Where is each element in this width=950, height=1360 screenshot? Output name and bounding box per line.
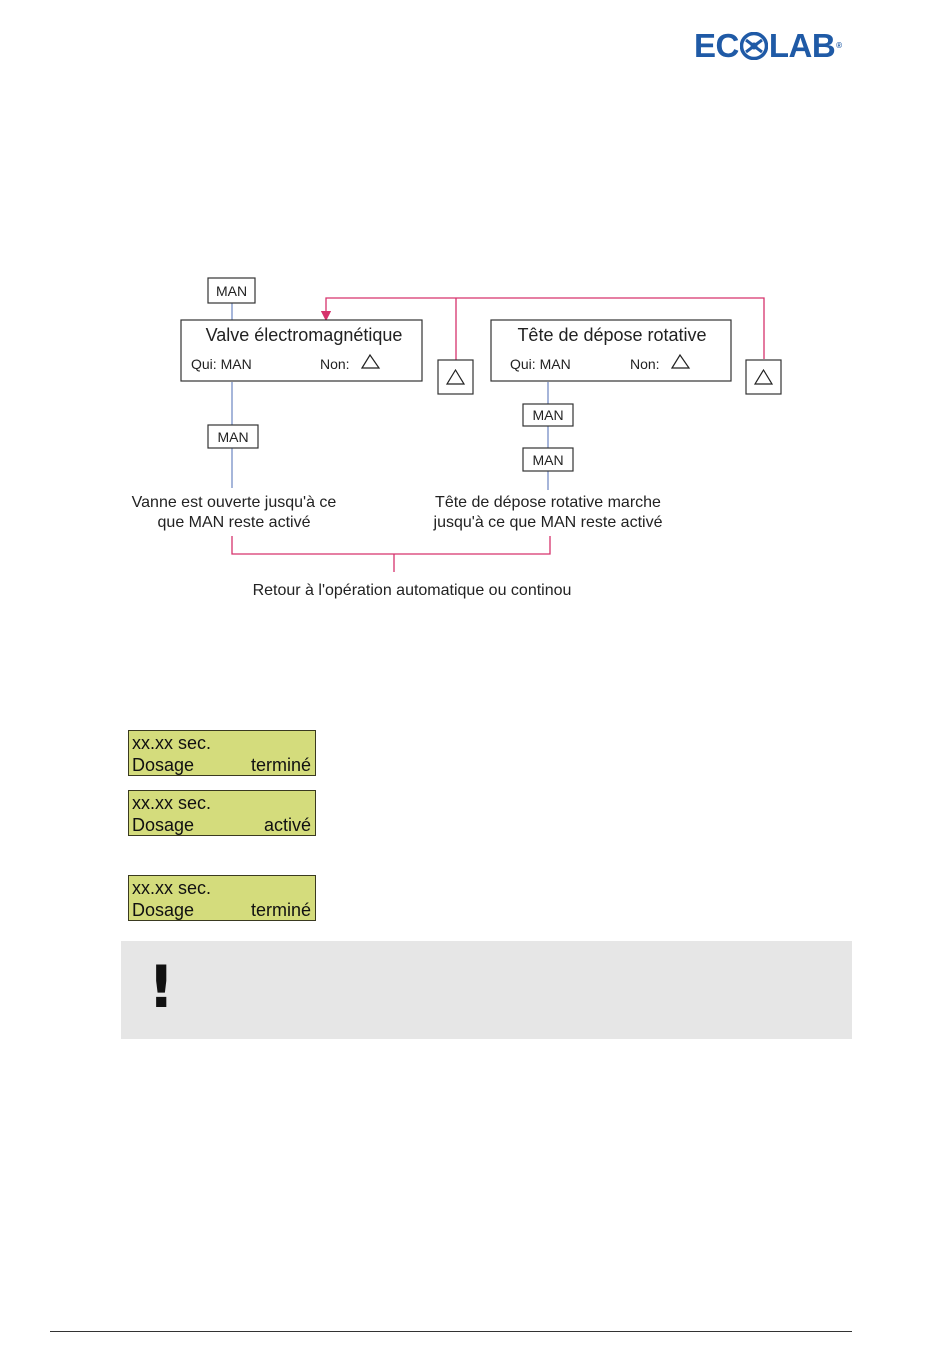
lcd-line1: xx.xx sec. (132, 878, 212, 898)
lcd-line1: xx.xx sec. (132, 793, 212, 813)
footer-rule (50, 1331, 852, 1332)
manual-mode-flow-diagram: MAN Valve électromagnétique Qui: MAN Non… (132, 277, 782, 599)
lcd-line2-right: terminé (250, 900, 311, 920)
valve-qui: Qui: MAN (191, 356, 252, 372)
rotary-qui: Qui: MAN (510, 356, 571, 372)
globe-icon (739, 32, 768, 60)
return-text: Retour à l'opération automatique ou cont… (253, 582, 572, 599)
rotary-note-line1: Tête de dépose rotative marche (435, 494, 661, 511)
lcd-line2-right: terminé (250, 755, 311, 775)
rotary-box (490, 319, 732, 382)
lcd-screen-1: xx.xx sec. Dosage terminé (128, 730, 316, 776)
up-triangle-icon (753, 368, 774, 385)
logo-text-right: LAB (768, 27, 836, 64)
rotary-note-line2: jusqu'à ce que MAN reste activé (433, 514, 663, 531)
lcd-line1: xx.xx sec. (132, 733, 212, 753)
up-key-rotary (745, 359, 782, 395)
lcd-line2-right: activé (263, 815, 311, 835)
up-key-valve (437, 359, 474, 395)
man-key-rotary-1 (522, 403, 574, 427)
valve-box (180, 319, 423, 382)
valve-note-line2: que MAN reste activé (158, 514, 311, 531)
notice-box: ! (121, 941, 852, 1039)
man-key-top-label: MAN (216, 283, 247, 299)
exclamation-icon: ! (148, 953, 175, 1021)
registered-mark: ® (836, 41, 842, 50)
man-key-top (207, 277, 256, 304)
logo-text-left: EC (694, 27, 739, 64)
man-key-rotary-2 (522, 447, 574, 472)
ecolab-logo: EC LAB ® (694, 28, 842, 64)
up-triangle-icon (445, 368, 466, 385)
lcd-line2-left: Dosage (132, 900, 195, 920)
lcd-line2-left: Dosage (132, 755, 195, 775)
man-key-rotary-2-label: MAN (532, 452, 563, 468)
rotary-title: Tête de dépose rotative (517, 325, 706, 345)
up-triangle-icon (360, 353, 381, 369)
valve-note-line1: Vanne est ouverte jusqu'à ce (132, 494, 337, 511)
lcd-screen-2: xx.xx sec. Dosage activé (128, 790, 316, 836)
rotary-non: Non: (630, 356, 660, 372)
man-key-rotary-1-label: MAN (532, 407, 563, 423)
up-triangle-icon (670, 353, 691, 369)
lcd-line2-left: Dosage (132, 815, 195, 835)
man-key-valve (207, 424, 259, 449)
valve-title: Valve électromagnétique (206, 325, 403, 345)
valve-non: Non: (320, 356, 350, 372)
lcd-screen-3: xx.xx sec. Dosage terminé (128, 875, 316, 921)
man-key-valve-label: MAN (217, 429, 248, 445)
